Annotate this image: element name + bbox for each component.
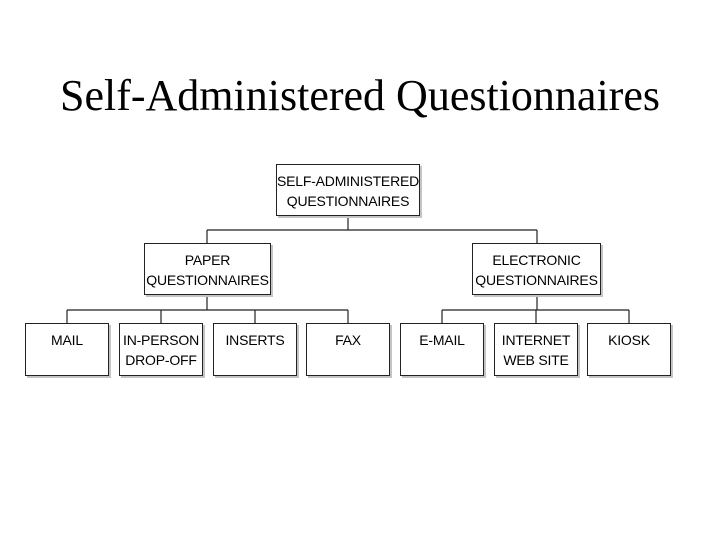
node-internet-web-site: INTERNET WEB SITE <box>494 323 578 376</box>
node-label-line1: INSERTS <box>225 332 285 348</box>
node-label-line2: QUESTIONNAIRES <box>146 272 269 288</box>
node-paper-questionnaires: PAPER QUESTIONNAIRES <box>144 243 271 295</box>
node-label-line1: E-MAIL <box>419 332 465 348</box>
node-label-line1: SELF-ADMINISTERED <box>276 173 420 189</box>
node-in-person-drop-off: IN-PERSON DROP-OFF <box>119 323 203 376</box>
node-label-line1: FAX <box>335 332 361 348</box>
node-electronic-questionnaires: ELECTRONIC QUESTIONNAIRES <box>472 243 601 295</box>
node-label-line1: ELECTRONIC <box>492 252 581 268</box>
node-label-line1: KIOSK <box>608 332 650 348</box>
node-fax: FAX <box>306 323 390 376</box>
node-label-line2: QUESTIONNAIRES <box>286 193 410 209</box>
node-mail: MAIL <box>25 323 109 376</box>
node-self-administered-questionnaires: SELF-ADMINISTERED QUESTIONNAIRES <box>276 164 420 216</box>
node-e-mail: E-MAIL <box>400 323 484 376</box>
node-label-line1: IN-PERSON <box>123 332 199 348</box>
node-label-line1: MAIL <box>51 332 83 348</box>
node-kiosk: KIOSK <box>587 323 671 376</box>
node-label-line2: QUESTIONNAIRES <box>475 272 598 288</box>
node-inserts: INSERTS <box>213 323 297 376</box>
node-label-line1: INTERNET <box>501 332 571 348</box>
node-label-line1: PAPER <box>184 252 231 268</box>
slide-title: Self-Administered Questionnaires <box>60 71 660 120</box>
node-label-line2: DROP-OFF <box>125 352 197 368</box>
node-label-line2: WEB SITE <box>503 352 569 368</box>
